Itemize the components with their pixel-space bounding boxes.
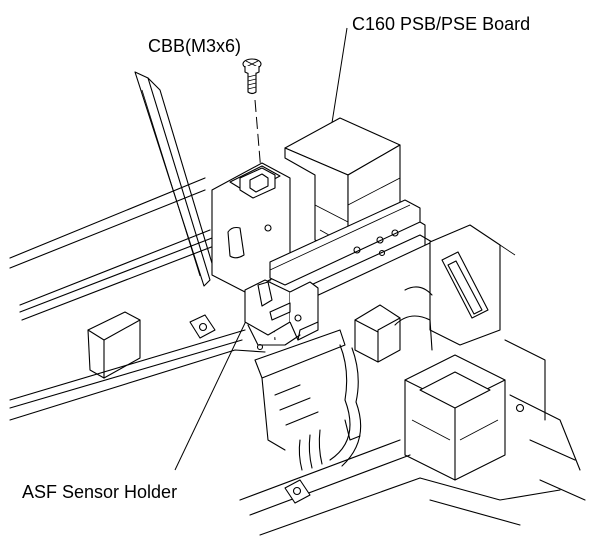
sensor-holder-label: ASF Sensor Holder bbox=[22, 482, 177, 502]
board-bracket bbox=[211, 162, 291, 293]
asf-sensor-holder bbox=[244, 279, 319, 351]
board-label: C160 PSB/PSE Board bbox=[352, 14, 530, 34]
screw-label: CBB(M3x6) bbox=[148, 36, 241, 56]
right-side-mechanism bbox=[239, 224, 586, 536]
chassis-frame bbox=[9, 71, 266, 421]
screw bbox=[242, 58, 262, 95]
